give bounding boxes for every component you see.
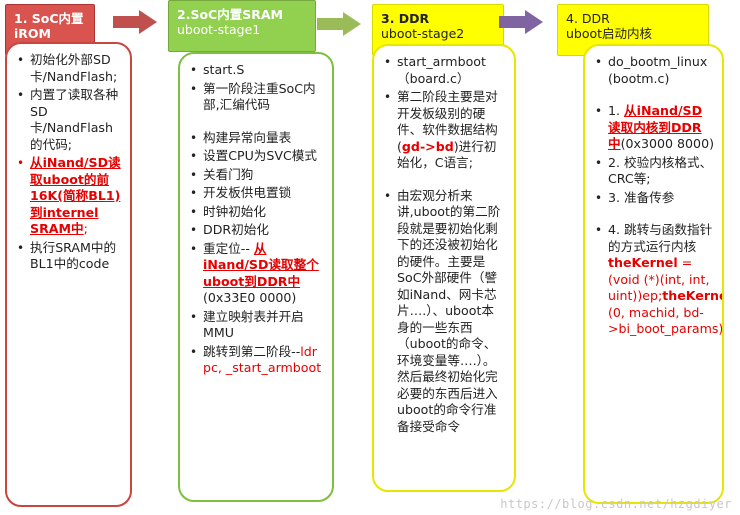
bullet-text-segment: 2. 校验内核格式、CRC等;	[608, 154, 713, 187]
bullet-text-segment: 开发板供电置锁	[203, 185, 292, 200]
stage-2-bullet-item: 时钟初始化	[190, 204, 324, 221]
bullet-text-segment: 构建异常向量表	[203, 129, 292, 145]
stage-2-panel: start.S 第一阶段注重SoC内部,汇编代码构建异常向量表设置CPU为SVC模…	[178, 52, 334, 502]
bullet-text-segment: 设置CPU为SVC模式	[203, 148, 317, 163]
bullet-text-segment: 第一阶段注重SoC内部,汇编代码	[203, 80, 316, 113]
bullet-text-segment: gd->bd	[401, 138, 454, 154]
spacer	[595, 89, 714, 103]
bullet-text-segment: (0x3000 8000)	[620, 136, 714, 151]
bullet-text-segment: theKernel	[608, 255, 678, 270]
stage-3-bullet-item: start_armboot （board.c）	[384, 54, 506, 87]
stage-2-bullet-item: DDR初始化	[190, 222, 324, 239]
spacer	[384, 174, 506, 188]
stage-3-subtitle: uboot-stage2	[381, 26, 465, 41]
bullet-text-segment: 建立映射表并开启MMU	[203, 308, 304, 341]
stage-4-panel: do_bootm_linux (bootm.c) 1. 从iNand/SD读取内核…	[583, 44, 724, 504]
stage-3-bullet-item: 第二阶段主要是对开发板级别的硬件、软件数据结构(gd->bd)进行初始化，C语言…	[384, 89, 506, 172]
bullet-text-segment: 从iNand/SD读取uboot的前16K(简称BL1)到internel SR…	[30, 155, 121, 236]
arrow-stage-2-to-3	[317, 12, 361, 36]
stage-2-bullet-item: 重定位-- 从iNand/SD读取整个uboot到DDR中(0x33E0 000…	[190, 241, 324, 307]
stage-4-subtitle: uboot启动内核	[566, 26, 653, 41]
stage-2-bullet-item: 开发板供电置锁	[190, 185, 324, 202]
bullet-text-segment: 3. 准备传参	[608, 189, 675, 205]
bullet-text-segment: 内置了读取各种SD卡/NandFlash的代码;	[30, 87, 119, 152]
arrow-1-shape	[113, 10, 157, 34]
stage-4-bullet-item: 2. 校验内核格式、CRC等;	[595, 155, 714, 188]
bullet-text-segment: 1.	[608, 103, 625, 118]
stage-3-panel: start_armboot （board.c）第二阶段主要是对开发板级别的硬件、…	[372, 44, 516, 492]
stage-1-bullet-item: 执行SRAM中的BL1中的code	[17, 240, 122, 273]
stage-2-bullet-item: 设置CPU为SVC模式	[190, 148, 324, 165]
bullet-text-segment: 从iNand/SD读取内核到DDR中	[608, 103, 703, 151]
stage-3-bullet-item: 由宏观分析来讲,uboot的第二阶段就是要初始化剩下的还没被初始化的硬件。主要是…	[384, 188, 506, 436]
stage-2-bullet-item: 关看门狗	[190, 167, 324, 184]
stage-4-header: 4. DDR uboot启动内核	[557, 4, 709, 56]
stage-2-bullet-item: 第一阶段注重SoC内部,汇编代码	[190, 81, 324, 114]
bullet-text-segment: start_armboot （board.c）	[397, 54, 486, 86]
stage-2-header: 2.SoC内置SRAM uboot-stage1	[168, 0, 316, 52]
stage-3-list: start_armboot （board.c）第二阶段主要是对开发板级别的硬件、…	[384, 54, 506, 435]
stage-1-list: 初始化外部SD卡/NandFlash;内置了读取各种SD卡/NandFlash的…	[17, 52, 122, 273]
arrow-stage-3-to-4	[499, 10, 543, 34]
stage-2-bullet-item: 跳转到第二阶段--ldr pc, _start_armboot	[190, 344, 324, 377]
watermark: https://blog.csdn.net/hzgdiyer	[500, 497, 732, 511]
bullet-text-segment: DDR初始化	[203, 222, 269, 237]
stage-4-bullet-item: 3. 准备传参	[595, 190, 714, 207]
bullet-text-segment: theKernel	[662, 288, 722, 303]
stage-2-bullet-item: start.S	[190, 62, 324, 79]
stage-2-list: start.S 第一阶段注重SoC内部,汇编代码构建异常向量表设置CPU为SVC模…	[190, 62, 324, 377]
stage-4-list: do_bootm_linux (bootm.c) 1. 从iNand/SD读取内核…	[595, 54, 722, 338]
stage-1-bullet-item: 内置了读取各种SD卡/NandFlash的代码;	[17, 87, 122, 153]
bullet-text-segment: ;	[83, 221, 88, 236]
stage-2-subtitle: uboot-stage1	[177, 22, 261, 37]
stage-4-bullet-item: 1. 从iNand/SD读取内核到DDR中(0x3000 8000)	[595, 103, 714, 153]
stage-4-bullet-item: 4. 跳转与函数指针的方式运行内核theKernel = (void (*)(i…	[595, 222, 722, 338]
stage-2-bullet-item: 建立映射表并开启MMU	[190, 309, 324, 342]
stage-2-title: 2.SoC内置SRAM	[177, 7, 283, 22]
bullet-text-segment: 第二阶段主要是对开发板级别的硬件、软件数据结构(	[397, 89, 498, 154]
stage-4-bullet-item: do_bootm_linux (bootm.c)	[595, 54, 714, 87]
bullet-text-segment: do_bootm_linux (bootm.c)	[608, 54, 708, 86]
stage-1-bullet-item: 初始化外部SD卡/NandFlash;	[17, 52, 122, 85]
bullet-text-segment: 重定位--	[203, 240, 254, 256]
arrow-2-shape	[317, 12, 361, 36]
stage-1-title: 1. SoC内置	[14, 11, 84, 26]
bullet-text-segment: 关看门狗	[203, 166, 254, 182]
bullet-text-segment: = (void (*)(int, int, uint))ep;	[608, 255, 710, 303]
bullet-text-segment: 由宏观分析来讲,uboot的第二阶段就是要初始化剩下的还没被初始化的硬件。主要是…	[397, 187, 501, 434]
stage-1-bullet-item: 从iNand/SD读取uboot的前16K(简称BL1)到internel SR…	[17, 155, 122, 238]
bullet-text-segment: 初始化外部SD卡/NandFlash;	[30, 52, 118, 84]
bullet-text-segment: 执行SRAM中的BL1中的code	[30, 239, 117, 272]
stage-1-subtitle: iROM	[14, 26, 51, 41]
stage-1-panel: 初始化外部SD卡/NandFlash;内置了读取各种SD卡/NandFlash的…	[5, 42, 132, 507]
stage-2-bullet-item: 构建异常向量表	[190, 130, 324, 147]
bullet-text-segment: 跳转到第二阶段--	[203, 343, 301, 359]
spacer	[190, 116, 324, 130]
stage-3-title: 3. DDR	[381, 11, 430, 26]
bullet-text-segment: start.S	[203, 62, 245, 77]
bullet-text-segment: 4. 跳转与函数指针的方式运行内核	[608, 222, 713, 254]
bullet-text-segment: (0x33E0 0000)	[203, 290, 297, 305]
arrow-stage-1-to-2	[113, 10, 157, 34]
bullet-text-segment: 时钟初始化	[203, 203, 266, 219]
bullet-text-segment: (0, machid, bd->bi_boot_params);	[608, 304, 724, 337]
bullet-text-segment: ldr pc, _start_armboot	[203, 343, 322, 376]
spacer	[595, 208, 714, 222]
stage-4-title: 4. DDR	[566, 11, 610, 26]
bullet-text-segment: )进行初始化，C语言;	[397, 138, 497, 171]
arrow-3-shape	[499, 10, 543, 34]
bullet-text-segment: 从iNand/SD读取整个uboot到DDR中	[203, 240, 319, 289]
